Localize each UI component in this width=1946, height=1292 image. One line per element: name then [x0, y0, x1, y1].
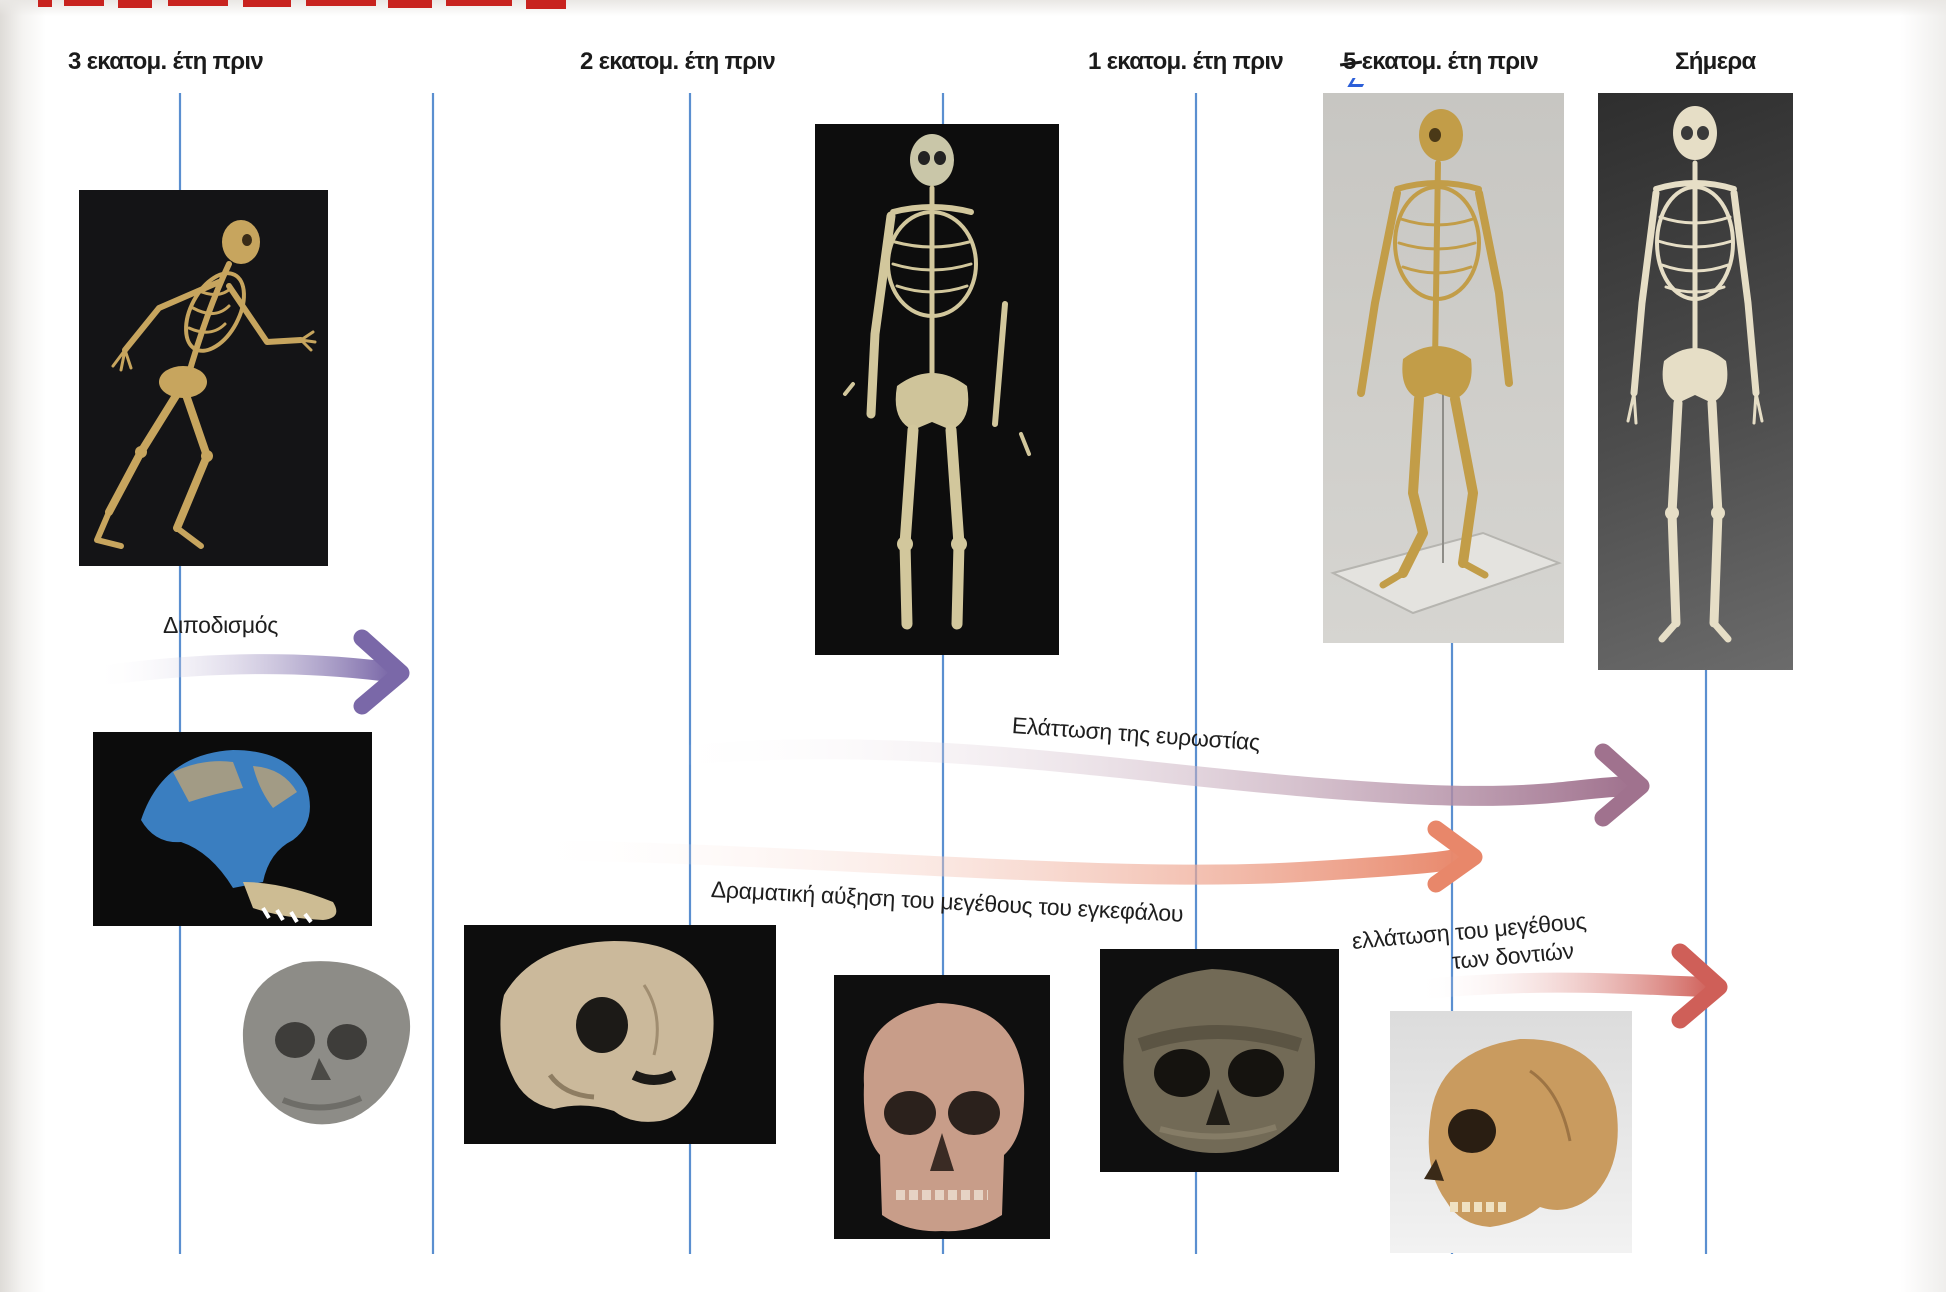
bipedalism-label: Διποδισμός — [163, 612, 278, 639]
skeleton-photo-australopithecus — [79, 190, 328, 566]
cropped-heading-fragment — [38, 0, 598, 14]
modern-skeleton-figure — [1598, 93, 1793, 670]
timeline-marker-half-million: 5 εκατομ. έτη πριν — [1343, 48, 1538, 76]
reconstructed-skull-figure — [93, 732, 372, 926]
skull-photo-homo-habilis — [464, 925, 776, 1144]
skull-photo-homo-ergaster — [834, 975, 1050, 1239]
grey-fossil-skull-figure — [223, 950, 422, 1136]
timeline-marker-today: Σήμερα — [1675, 48, 1756, 76]
frontal-skull-figure — [834, 975, 1050, 1239]
skeleton-photo-homo-erectus — [815, 124, 1059, 655]
timeline-marker-3-million: 3 εκατομ. έτη πριν — [68, 48, 263, 76]
skull-photo-blue-reconstruction — [93, 732, 372, 926]
side-view-skull-figure — [464, 925, 776, 1144]
mounted-skeleton-figure — [1323, 93, 1564, 643]
heavy-brow-skull-figure — [1100, 949, 1339, 1172]
skull-photo-neanderthal — [1390, 1011, 1632, 1253]
skeleton-photo-homo-heidelbergensis — [1323, 93, 1564, 643]
skeleton-photo-homo-sapiens — [1598, 93, 1793, 670]
running-skeleton-figure — [79, 190, 328, 566]
neanderthal-skull-figure — [1390, 1011, 1632, 1253]
timeline-marker-1-million: 1 εκατομ. έτη πριν — [1088, 48, 1283, 76]
skull-photo-grey-fossil — [223, 950, 422, 1136]
skull-photo-homo-erectus — [1100, 949, 1339, 1172]
timeline-marker-2-million: 2 εκατομ. έτη πριν — [580, 48, 775, 76]
reconstructed-skeleton-figure — [815, 124, 1059, 655]
